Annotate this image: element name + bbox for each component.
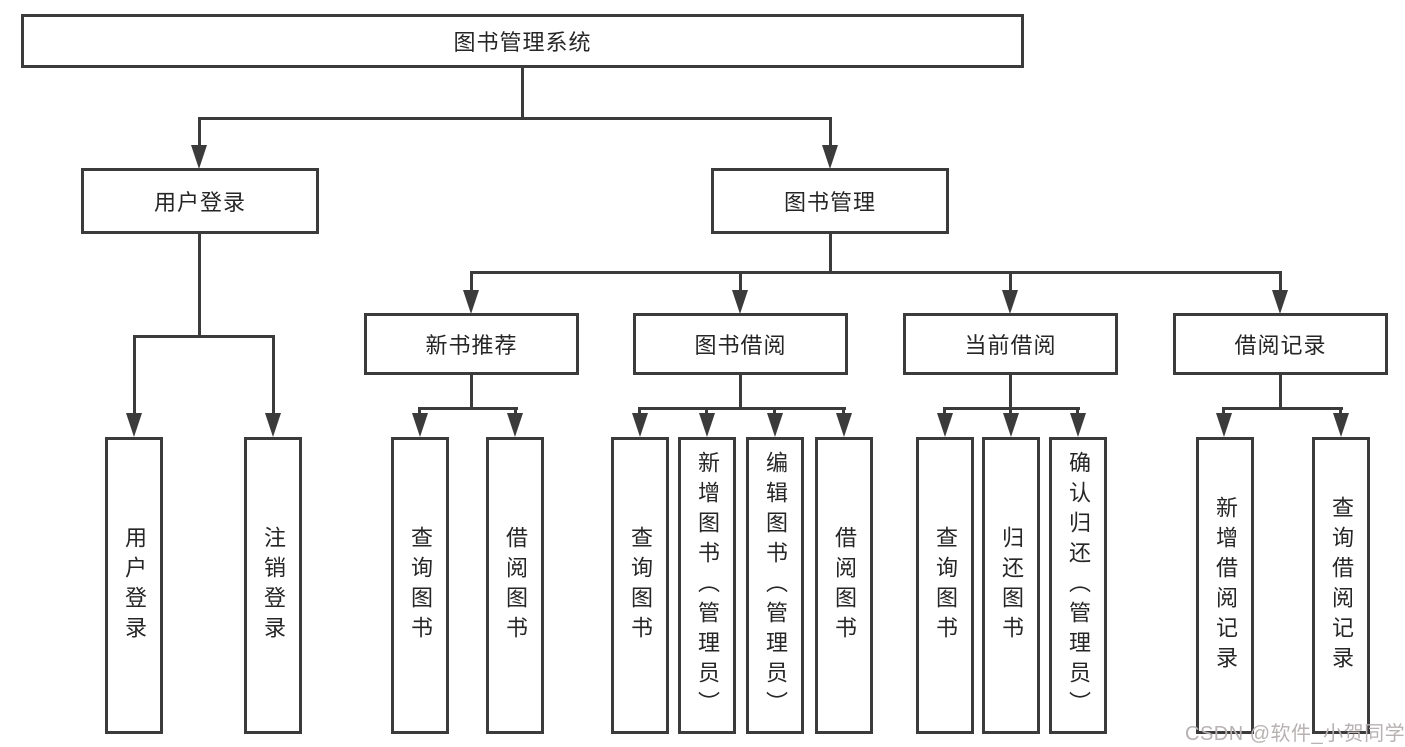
connector-book-mgmt-stem	[829, 234, 832, 274]
arrow-down-icon	[126, 413, 142, 437]
connector-drop	[1009, 271, 1012, 292]
leaf-add-borrow-record-label: 新增借阅记录	[1213, 495, 1238, 676]
connector-stem	[739, 375, 742, 409]
connector-stem	[1009, 375, 1012, 409]
leaf-query-borrow-record: 查询借阅记录	[1312, 437, 1370, 734]
node-book-management-label: 图书管理	[783, 190, 876, 215]
leaf-add-book-admin: 新增图书（管理员）	[678, 437, 736, 734]
arrow-down-icon	[937, 413, 953, 437]
node-root-label: 图书管理系统	[453, 30, 592, 55]
leaf-query-books-label: 查询图书	[933, 525, 958, 646]
node-user-login-label: 用户登录	[153, 190, 246, 215]
leaf-confirm-return-admin-label: 确认归还（管理员）	[1066, 450, 1091, 721]
leaf-query-books-label: 查询图书	[628, 525, 653, 646]
connector-stem	[470, 375, 473, 409]
leaf-user-login: 用户登录	[105, 437, 163, 734]
arrow-down-icon	[1003, 413, 1019, 437]
arrow-down-icon	[836, 413, 852, 437]
leaf-query-borrow-record-label: 查询借阅记录	[1329, 495, 1354, 676]
connector-drop	[829, 117, 832, 149]
node-new-book-recommend-label: 新书推荐	[425, 333, 518, 358]
connector-drop	[272, 335, 275, 415]
arrow-down-icon	[822, 145, 838, 169]
arrow-down-icon	[699, 413, 715, 437]
csdn-watermark: CSDN @软件_小贺同学	[1185, 723, 1405, 745]
leaf-confirm-return-admin: 确认归还（管理员）	[1049, 437, 1107, 734]
arrow-down-icon	[463, 290, 479, 314]
leaf-edit-book-admin: 编辑图书（管理员）	[746, 437, 804, 734]
node-book-borrowing-label: 图书借阅	[694, 333, 787, 358]
connector-drop	[133, 335, 136, 415]
connector-user-login-hline	[133, 335, 275, 338]
leaf-borrow-books: 借阅图书	[815, 437, 873, 734]
node-new-book-recommend: 新书推荐	[364, 313, 579, 375]
leaf-borrow-books-label: 借阅图书	[832, 525, 857, 646]
leaf-add-borrow-record: 新增借阅记录	[1196, 437, 1254, 734]
connector-book-mgmt-hline	[470, 271, 1282, 274]
node-current-borrowing: 当前借阅	[903, 313, 1118, 375]
arrow-down-icon	[1333, 413, 1349, 437]
leaf-query-books: 查询图书	[391, 437, 449, 734]
leaf-query-books: 查询图书	[916, 437, 974, 734]
connector-root-hline	[198, 117, 832, 120]
node-user-login: 用户登录	[81, 168, 319, 234]
connector-hline	[419, 407, 518, 410]
connector-user-login-stem	[198, 234, 201, 337]
connector-drop	[739, 271, 742, 292]
leaf-edit-book-admin-label: 编辑图书（管理员）	[763, 450, 788, 721]
leaf-return-book: 归还图书	[982, 437, 1040, 734]
connector-drop	[198, 117, 201, 149]
arrow-down-icon	[412, 413, 428, 437]
arrow-down-icon	[191, 145, 207, 169]
leaf-borrow-books-label: 借阅图书	[503, 525, 528, 646]
leaf-query-books: 查询图书	[611, 437, 669, 734]
leaf-user-login-label: 用户登录	[122, 525, 147, 646]
arrow-down-icon	[507, 413, 523, 437]
connector-stem	[1279, 375, 1282, 409]
node-borrow-records-label: 借阅记录	[1234, 333, 1327, 358]
connector-root-stem	[521, 68, 524, 119]
arrow-down-icon	[1216, 413, 1232, 437]
arrow-down-icon	[1070, 413, 1086, 437]
arrow-down-icon	[1272, 290, 1288, 314]
arrow-down-icon	[732, 290, 748, 314]
leaf-logout: 注销登录	[244, 437, 302, 734]
node-current-borrowing-label: 当前借阅	[964, 333, 1057, 358]
leaf-return-book-label: 归还图书	[999, 525, 1024, 646]
connector-drop	[1279, 271, 1282, 292]
connector-hline	[1223, 407, 1343, 410]
arrow-down-icon	[632, 413, 648, 437]
leaf-add-book-admin-label: 新增图书（管理员）	[695, 450, 720, 721]
leaf-borrow-books: 借阅图书	[486, 437, 544, 734]
arrow-down-icon	[1002, 290, 1018, 314]
leaf-query-books-label: 查询图书	[408, 525, 433, 646]
connector-drop	[470, 271, 473, 292]
node-borrow-records: 借阅记录	[1173, 313, 1388, 375]
arrow-down-icon	[767, 413, 783, 437]
connector-hline	[638, 407, 846, 410]
arrow-down-icon	[265, 413, 281, 437]
node-book-management: 图书管理	[711, 168, 949, 234]
leaf-logout-label: 注销登录	[261, 525, 286, 646]
node-book-borrowing: 图书借阅	[633, 313, 848, 375]
node-root: 图书管理系统	[21, 14, 1024, 68]
